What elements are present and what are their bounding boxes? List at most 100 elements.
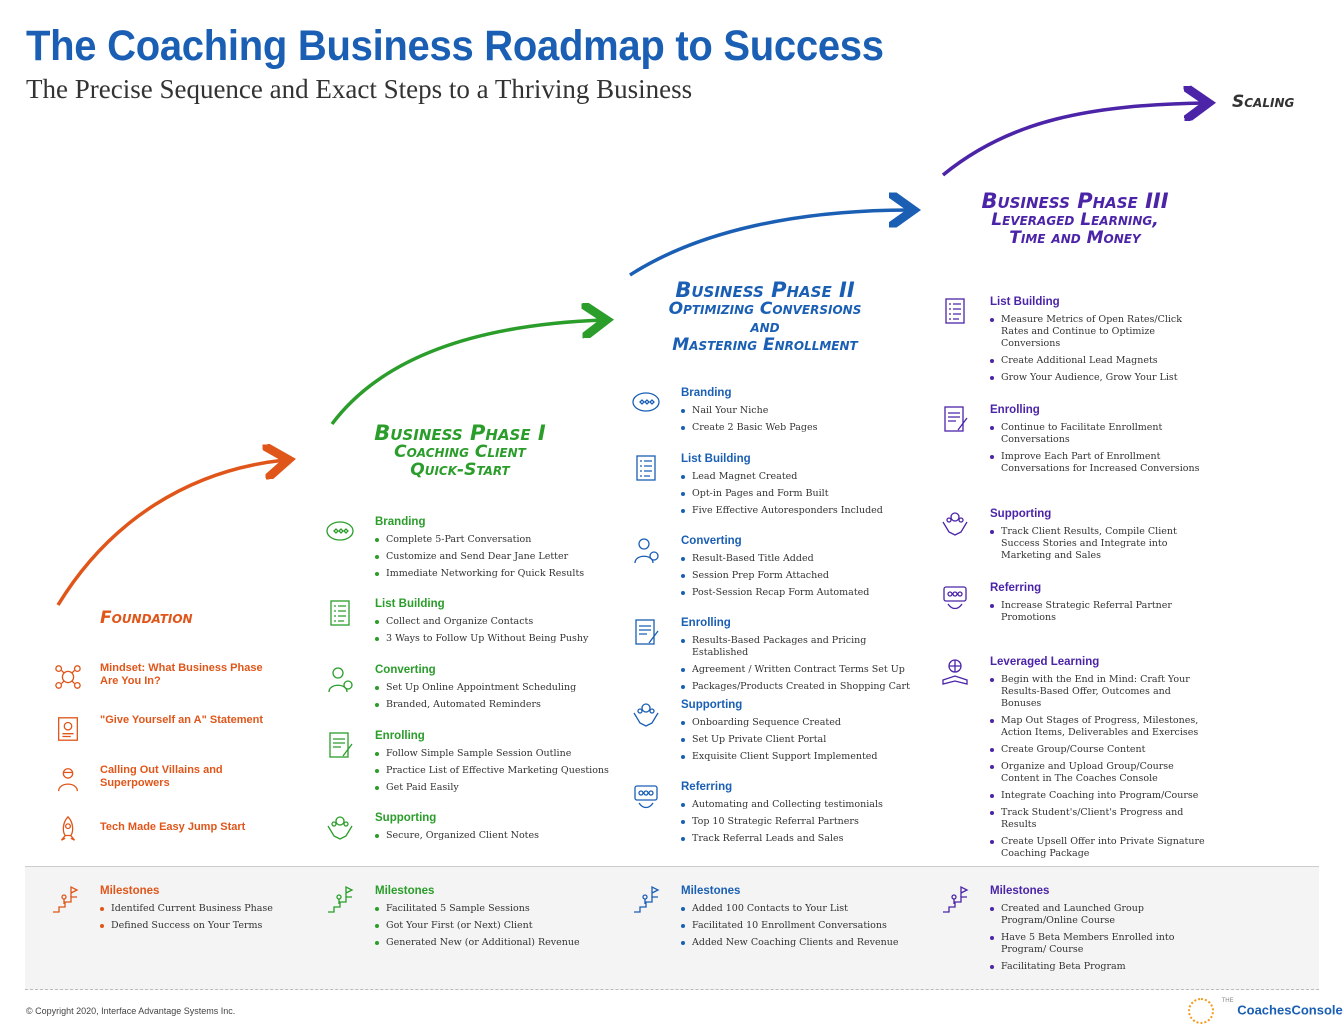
section-list: Secure, Organized Client Notes bbox=[375, 830, 615, 842]
list-item: Immediate Networking for Quick Results bbox=[375, 568, 615, 580]
list-item: Measure Metrics of Open Rates/Click Rate… bbox=[990, 314, 1205, 350]
list-item: Session Prep Form Attached bbox=[681, 570, 921, 582]
list-item: Create 2 Basic Web Pages bbox=[681, 422, 921, 434]
list-item: Create Group/Course Content bbox=[990, 744, 1205, 756]
list-item: Nail Your Niche bbox=[681, 405, 921, 417]
section-title: Branding bbox=[375, 516, 426, 528]
milestones-title: Milestones bbox=[375, 885, 435, 897]
milestones-title: Milestones bbox=[990, 885, 1050, 897]
list-item: Exquisite Client Support Implemented bbox=[681, 751, 921, 763]
milestone-icon bbox=[328, 885, 354, 913]
list-item: Get Paid Easily bbox=[375, 782, 615, 794]
section-title: Supporting bbox=[681, 699, 743, 711]
section-title: Referring bbox=[990, 582, 1042, 594]
foundation-arrow bbox=[56, 460, 285, 606]
contract-icon bbox=[635, 619, 659, 645]
list-item: Top 10 Strategic Referral Partners bbox=[681, 816, 921, 828]
list-item: Results-Based Packages and Pricing Estab… bbox=[681, 635, 921, 659]
list-item: Secure, Organized Client Notes bbox=[375, 830, 615, 842]
milestone-icon bbox=[634, 885, 660, 913]
section-list: Measure Metrics of Open Rates/Click Rate… bbox=[990, 314, 1205, 384]
rocket-icon bbox=[60, 815, 76, 841]
list-item: Integrate Coaching into Program/Course bbox=[990, 790, 1205, 802]
list-item: Complete 5-Part Conversation bbox=[375, 534, 615, 546]
converting-icon bbox=[328, 667, 353, 693]
list-item: Continue to Facilitate Enrollment Conver… bbox=[990, 422, 1205, 446]
section-title: Enrolling bbox=[990, 404, 1040, 416]
list-item: Set Up Online Appointment Scheduling bbox=[375, 682, 615, 694]
section-title: Leveraged Learning bbox=[990, 656, 1100, 668]
list-item: Have 5 Beta Members Enrolled into Progra… bbox=[990, 932, 1205, 956]
section-list: Begin with the End in Mind: Craft Your R… bbox=[990, 674, 1205, 860]
list-item: Created and Launched Group Program/Onlin… bbox=[990, 903, 1205, 927]
section-title: Referring bbox=[681, 781, 733, 793]
section-title: List Building bbox=[375, 598, 445, 610]
page-subtitle: The Precise Sequence and Exact Steps to … bbox=[26, 74, 693, 104]
section-title: List Building bbox=[681, 453, 751, 465]
list-item: 3 Ways to Follow Up Without Being Pushy bbox=[375, 633, 615, 645]
list-item: Agreement / Written Contract Terms Set U… bbox=[681, 664, 921, 676]
list-item: Grow Your Audience, Grow Your List bbox=[990, 372, 1205, 384]
list-icon bbox=[330, 600, 350, 626]
list-item: Five Effective Autoresponders Included bbox=[681, 505, 921, 517]
list-item: Begin with the End in Mind: Craft Your R… bbox=[990, 674, 1205, 710]
milestone-icon bbox=[53, 885, 79, 913]
list-item: Opt-in Pages and Form Built bbox=[681, 488, 921, 500]
list-item: Customize and Send Dear Jane Letter bbox=[375, 551, 615, 563]
support-icon bbox=[327, 816, 353, 840]
section-title: Supporting bbox=[990, 508, 1052, 520]
list-item: Track Student's/Client's Progress and Re… bbox=[990, 807, 1205, 831]
page-title: The Coaching Business Roadmap to Success bbox=[26, 22, 884, 70]
list-item: Track Client Results, Compile Client Suc… bbox=[990, 526, 1205, 562]
section-title: Converting bbox=[375, 664, 436, 676]
phase3-header: Business Phase III Leveraged Learning, T… bbox=[981, 189, 1169, 248]
support-icon bbox=[942, 512, 968, 536]
copyright: © Copyright 2020, Interface Advantage Sy… bbox=[26, 1006, 236, 1016]
phase3-arrow bbox=[941, 103, 1205, 177]
milestones-title: Milestones bbox=[100, 885, 160, 897]
list-item: Create Upsell Offer into Private Signatu… bbox=[990, 836, 1205, 860]
support-icon bbox=[633, 703, 659, 727]
certificate-icon bbox=[58, 717, 78, 741]
phase2-arrow bbox=[629, 210, 910, 277]
list-item: Defined Success on Your Terms bbox=[100, 920, 340, 932]
foundation-item-label: Calling Out Villains and Superpowers bbox=[100, 764, 223, 789]
section-title: Converting bbox=[681, 535, 742, 547]
milestones-title: Milestones bbox=[681, 885, 741, 897]
foundation-item-label: Tech Made Easy Jump Start bbox=[100, 821, 246, 833]
list-item: Onboarding Sequence Created bbox=[681, 717, 921, 729]
list-item: Facilitated 5 Sample Sessions bbox=[375, 903, 615, 915]
contract-icon bbox=[944, 406, 968, 432]
section-title: Enrolling bbox=[681, 617, 731, 629]
coaches-console-logo: THE CoachesConsole bbox=[1188, 998, 1343, 1024]
section-title: Enrolling bbox=[375, 730, 425, 742]
section-title: Supporting bbox=[375, 812, 437, 824]
section-title: List Building bbox=[990, 296, 1060, 308]
milestones-band bbox=[25, 866, 1319, 990]
list-item: Lead Magnet Created bbox=[681, 471, 921, 483]
scaling-label: Scaling bbox=[1232, 92, 1295, 112]
list-item: Track Referral Leads and Sales bbox=[681, 833, 921, 845]
list-icon bbox=[636, 455, 656, 481]
list-item: Automating and Collecting testimonials bbox=[681, 799, 921, 811]
section-list: Track Client Results, Compile Client Suc… bbox=[990, 526, 1205, 562]
learning-icon bbox=[942, 659, 968, 685]
list-item: Branded, Automated Reminders bbox=[375, 699, 615, 711]
list-item: Create Additional Lead Magnets bbox=[990, 355, 1205, 367]
list-item: Packages/Products Created in Shopping Ca… bbox=[681, 681, 921, 693]
hero-icon bbox=[58, 768, 78, 792]
foundation-header: Foundation bbox=[100, 608, 193, 628]
list-item: Map Out Stages of Progress, Milestones, … bbox=[990, 715, 1205, 739]
list-item: Follow Simple Sample Session Outline bbox=[375, 748, 615, 760]
referral-icon bbox=[943, 586, 967, 610]
list-item: Increase Strategic Referral Partner Prom… bbox=[990, 600, 1205, 624]
phase1-header: Business Phase I Coaching Client Quick-S… bbox=[374, 421, 546, 480]
